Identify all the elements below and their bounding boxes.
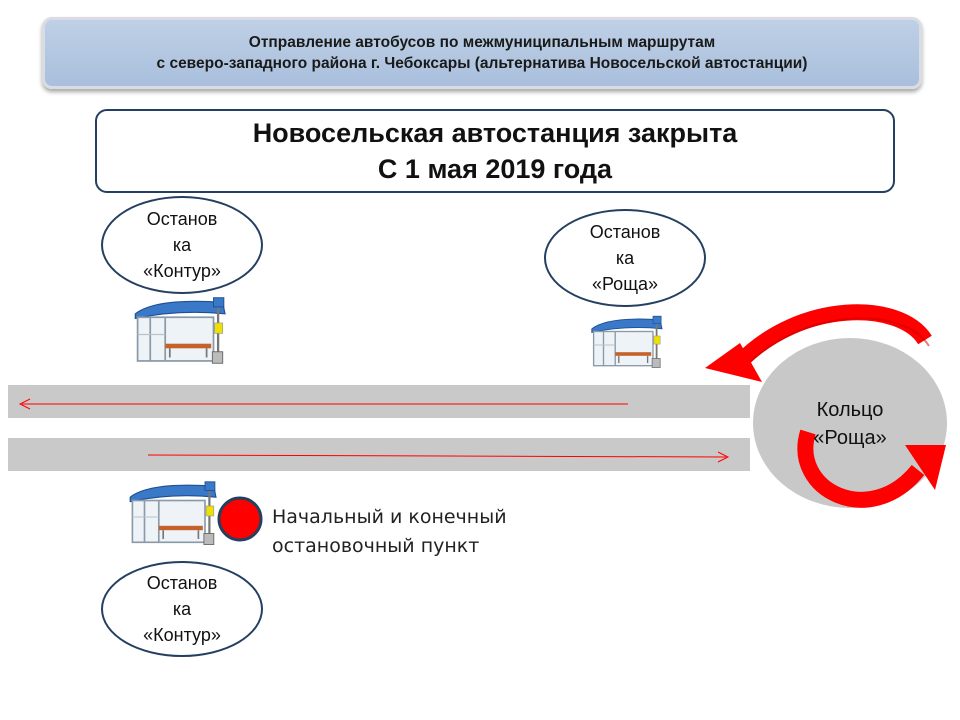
stop-label-roshcha: Останов ка «Роща»	[544, 209, 706, 307]
road-lower	[8, 438, 750, 471]
notice-line-1: Новосельская автостанция закрыта	[252, 118, 738, 148]
header-line-1: Отправление автобусов по межмуниципальны…	[248, 34, 716, 51]
route-arrow-westbound-head	[18, 398, 31, 410]
ring-label: Кольцо «Роща»	[813, 399, 887, 449]
bus-shelter-icon	[129, 480, 218, 546]
header-line-2: с северо-западного района г. Чебоксары (…	[156, 55, 808, 72]
terminal-marker-icon	[217, 496, 263, 542]
road-upper	[8, 385, 750, 418]
stop-label-kontur-top: Останов ка «Контур»	[101, 196, 263, 294]
notice-line-2: С 1 мая 2019 года	[377, 154, 613, 184]
u-turn-arrow-icon	[705, 304, 946, 508]
legend-text: Начальный и конечный остановочный пункт	[272, 506, 507, 557]
stop-label-kontur-bottom: Останов ка «Контур»	[101, 561, 263, 657]
bus-shelter-icon	[590, 315, 663, 369]
header-banner: Отправление автобусов по межмуниципальны…	[42, 17, 922, 89]
closure-notice: Новосельская автостанция закрыта С 1 мая…	[95, 109, 895, 193]
route-arrow-eastbound	[147, 454, 727, 458]
route-arrow-eastbound-head	[717, 451, 730, 463]
bus-shelter-icon	[134, 296, 227, 365]
